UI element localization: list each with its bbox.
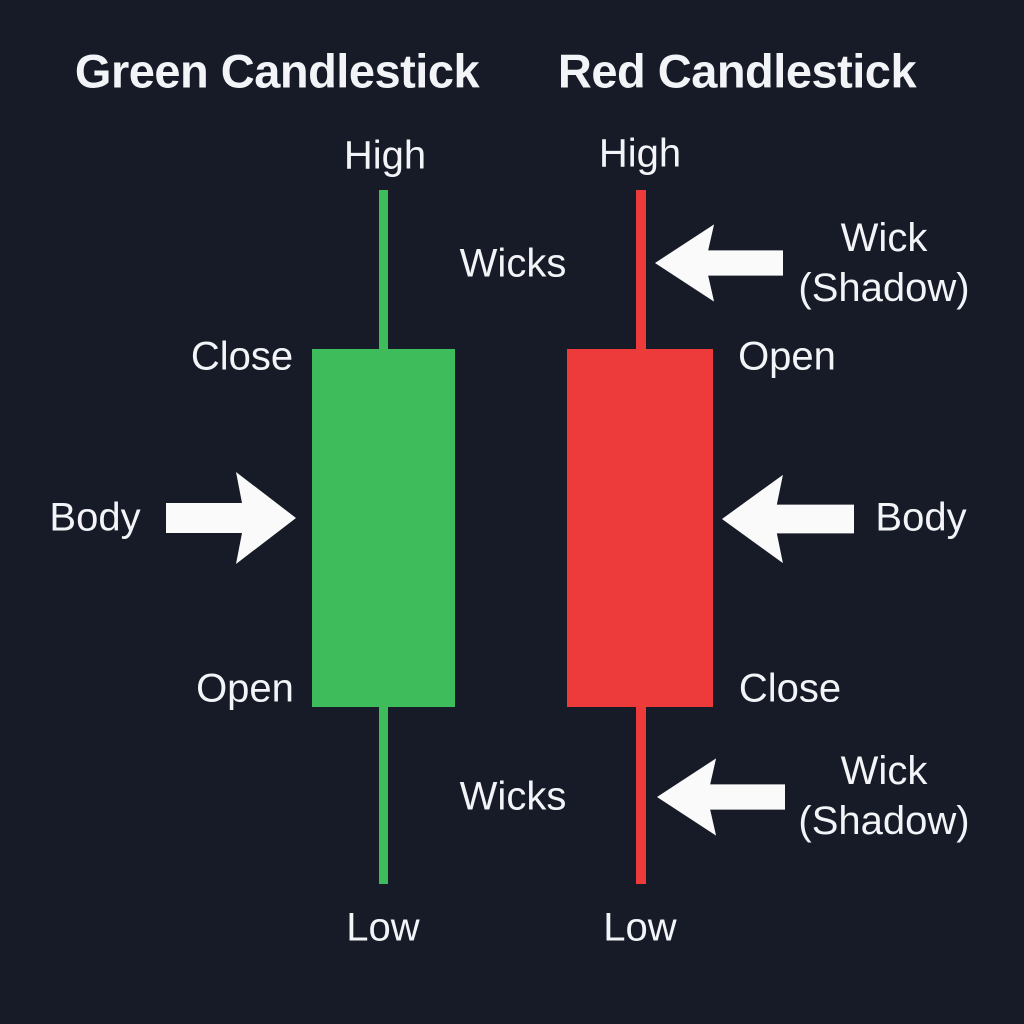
green-candlestick-title: Green Candlestick bbox=[74, 44, 480, 98]
wick-shadow-top-line2: (Shadow) bbox=[798, 266, 970, 310]
green-candle-body bbox=[312, 349, 455, 707]
red-low-label: Low bbox=[603, 905, 677, 950]
wicks-bottom-label: Wicks bbox=[459, 774, 567, 819]
red-close-label: Close bbox=[738, 666, 842, 711]
green-close-label: Close bbox=[190, 334, 294, 379]
red-high-label: High bbox=[598, 131, 682, 176]
body-left-arrow-right-icon bbox=[166, 468, 296, 568]
body-right-label: Body bbox=[875, 495, 967, 540]
green-candle-lower-wick bbox=[379, 703, 388, 884]
red-candle-upper-wick bbox=[636, 190, 646, 353]
wick-top-arrow-left-icon bbox=[655, 221, 783, 305]
wick-shadow-top-line1: Wick bbox=[840, 216, 928, 260]
wicks-top-label: Wicks bbox=[459, 241, 567, 286]
green-candle-upper-wick bbox=[379, 190, 388, 353]
red-candle-body bbox=[567, 349, 713, 707]
wick-shadow-top-label: Wick (Shadow) bbox=[798, 213, 969, 313]
green-open-label: Open bbox=[196, 666, 294, 711]
wick-shadow-bottom-line1: Wick bbox=[840, 749, 928, 793]
red-candle-lower-wick bbox=[636, 703, 646, 884]
body-right-arrow-left-icon bbox=[722, 471, 854, 567]
wick-shadow-bottom-line2: (Shadow) bbox=[798, 799, 970, 843]
green-high-label: High bbox=[343, 133, 427, 178]
red-open-label: Open bbox=[738, 334, 836, 379]
wick-bottom-arrow-left-icon bbox=[657, 755, 785, 839]
wick-shadow-bottom-label: Wick (Shadow) bbox=[798, 746, 969, 846]
body-left-label: Body bbox=[49, 495, 141, 540]
green-low-label: Low bbox=[346, 905, 420, 950]
red-candlestick-title: Red Candlestick bbox=[557, 44, 917, 98]
